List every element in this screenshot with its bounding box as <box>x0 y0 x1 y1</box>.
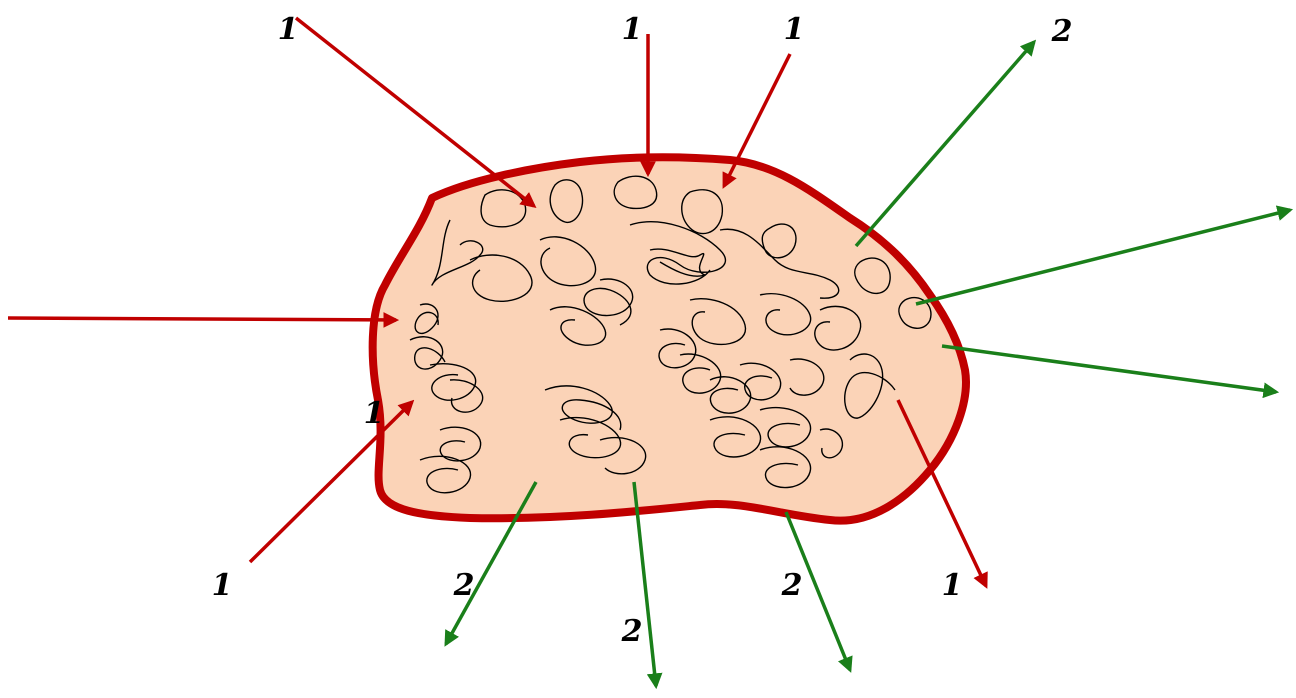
label-incoming: 1 <box>364 399 385 429</box>
label-outgoing: 2 <box>782 571 803 601</box>
outgoing-arrow <box>916 210 1290 304</box>
incoming-arrow <box>8 318 396 320</box>
incoming-arrow <box>296 18 534 206</box>
particle-body <box>373 157 966 520</box>
outgoing-arrow <box>942 346 1276 392</box>
label-incoming: 1 <box>212 571 233 601</box>
label-outgoing: 2 <box>622 617 643 647</box>
outgoing-arrow <box>856 42 1034 246</box>
label-outgoing: 2 <box>454 571 475 601</box>
label-incoming: 1 <box>784 15 805 45</box>
label-outgoing: 2 <box>1052 17 1073 47</box>
label-incoming: 1 <box>278 15 299 45</box>
label-incoming: 1 <box>942 571 963 601</box>
label-incoming: 1 <box>622 15 643 45</box>
